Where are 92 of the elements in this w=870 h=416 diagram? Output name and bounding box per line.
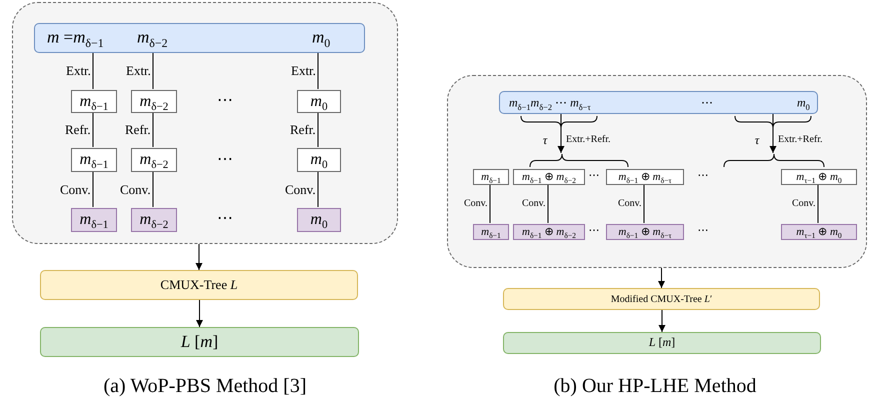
math-label: m$_{δ−1}$	[80, 92, 108, 110]
curly-brace	[530, 154, 628, 167]
connector-line	[92, 52, 94, 90]
figure-caption: (b) Our HP-LHE Method	[554, 376, 756, 396]
math-label: m$_{δ−2}$	[137, 28, 168, 48]
math-label: m$_{τ−1}$ ⊕ m$_{0}$	[796, 170, 842, 184]
ellipsis: ⋯	[588, 170, 600, 182]
math-label: m$_{δ−2}$	[140, 151, 168, 169]
message-box	[131, 90, 177, 113]
output-box	[297, 208, 341, 232]
output-box	[513, 224, 585, 240]
connector-line	[152, 170, 154, 208]
ellipsis: ⋯	[698, 170, 708, 182]
math-label: m$_{δ−2}$	[140, 92, 168, 110]
arrow	[196, 300, 203, 328]
arrow	[558, 112, 564, 154]
math-label: m$_{0}$	[310, 211, 328, 229]
connector-line	[92, 112, 94, 148]
edge-label: Conv.	[791, 198, 817, 208]
message-bar	[499, 91, 818, 114]
ellipsis: ⋯	[217, 211, 233, 227]
edge-label: Conv.	[284, 182, 317, 196]
arrow	[658, 268, 665, 288]
math-label: m$_{δ−1}$ ⊕ m$_{δ−τ}$	[618, 170, 672, 184]
output-box	[131, 208, 177, 232]
message-box	[297, 148, 341, 172]
edge-label: Extr.	[290, 64, 317, 77]
output-box	[781, 224, 857, 240]
message-box	[606, 169, 684, 185]
message-box	[71, 148, 117, 172]
edge-label: Refr.	[124, 123, 152, 136]
edge-label: Conv.	[59, 182, 92, 196]
curly-brace	[724, 154, 824, 167]
edge-label: Extr.	[125, 64, 152, 77]
dashed-group-panel	[12, 2, 398, 244]
message-box	[473, 169, 509, 185]
math-label: m$_{δ−1}$m$_{δ−2}$ ⋯ m$_{δ−τ}$	[509, 96, 591, 110]
math-label: m$_{δ−1}$	[481, 226, 501, 238]
arrow	[658, 310, 666, 332]
output-box	[71, 208, 117, 232]
math-label: m$_{0}$	[310, 92, 328, 110]
math-label: m$_{δ−1}$ ⊕ m$_{δ−2}$	[522, 226, 576, 238]
math-label: m$_{δ−1}$	[80, 211, 108, 229]
math-label: m$_{0}$	[797, 96, 810, 110]
edge-label: Extr.+Refr.	[565, 135, 612, 145]
figure-caption: (a) WoP-PBS Method [3]	[103, 376, 307, 396]
math-label: Modified CMUX-Tree L′	[610, 294, 712, 304]
output-box	[606, 224, 684, 240]
math-label: L [m]	[180, 332, 218, 352]
result-box	[40, 327, 359, 357]
edge-label: Refr.	[64, 123, 92, 136]
math-label: m$_{δ−1}$	[481, 170, 501, 184]
connector-line	[92, 170, 94, 208]
math-symbol: τ	[754, 134, 760, 146]
ellipsis: ⋯	[588, 226, 600, 236]
message-box	[513, 169, 585, 185]
message-box	[781, 169, 857, 185]
math-symbol: τ	[542, 134, 548, 146]
edge-label: Conv.	[521, 198, 547, 208]
math-label: m =m$_{δ−1}$	[47, 28, 104, 48]
process-box	[40, 270, 358, 300]
edge-label: Conv.	[463, 198, 489, 208]
message-bar	[34, 23, 365, 53]
math-label: m$_{δ−2}$	[140, 211, 168, 229]
math-label: m$_{0}$	[312, 28, 330, 48]
ellipsis: ⋯	[217, 93, 233, 109]
dashed-group-panel	[447, 75, 867, 268]
connector-line	[152, 112, 154, 148]
message-box	[71, 90, 117, 113]
message-box	[297, 90, 341, 113]
edge-label: Extr.	[65, 64, 92, 77]
connector-line	[152, 52, 154, 90]
math-label: m$_{0}$	[310, 151, 328, 169]
message-box	[131, 148, 177, 172]
edge-label: Refr.	[289, 123, 317, 136]
edge-label: Extr.+Refr.	[777, 135, 824, 145]
process-box	[503, 288, 820, 310]
ellipsis: ⋯	[698, 226, 708, 236]
math-label: L [m]	[648, 336, 676, 350]
math-label: m$_{δ−1}$	[80, 151, 108, 169]
math-label: ⋯	[701, 96, 713, 110]
result-box	[503, 332, 821, 354]
ellipsis: ⋯	[217, 152, 233, 168]
output-box	[473, 224, 509, 240]
math-label: m$_{δ−1}$ ⊕ m$_{δ−τ}$	[618, 226, 672, 238]
edge-label: Conv.	[119, 182, 152, 196]
math-label: m$_{τ−1}$ ⊕ m$_{0}$	[796, 226, 842, 238]
arrow	[196, 244, 202, 270]
math-label: CMUX-Tree L	[160, 278, 238, 292]
math-label: m$_{δ−1}$ ⊕ m$_{δ−2}$	[522, 170, 576, 184]
edge-label: Conv.	[617, 198, 643, 208]
arrow	[770, 112, 776, 154]
